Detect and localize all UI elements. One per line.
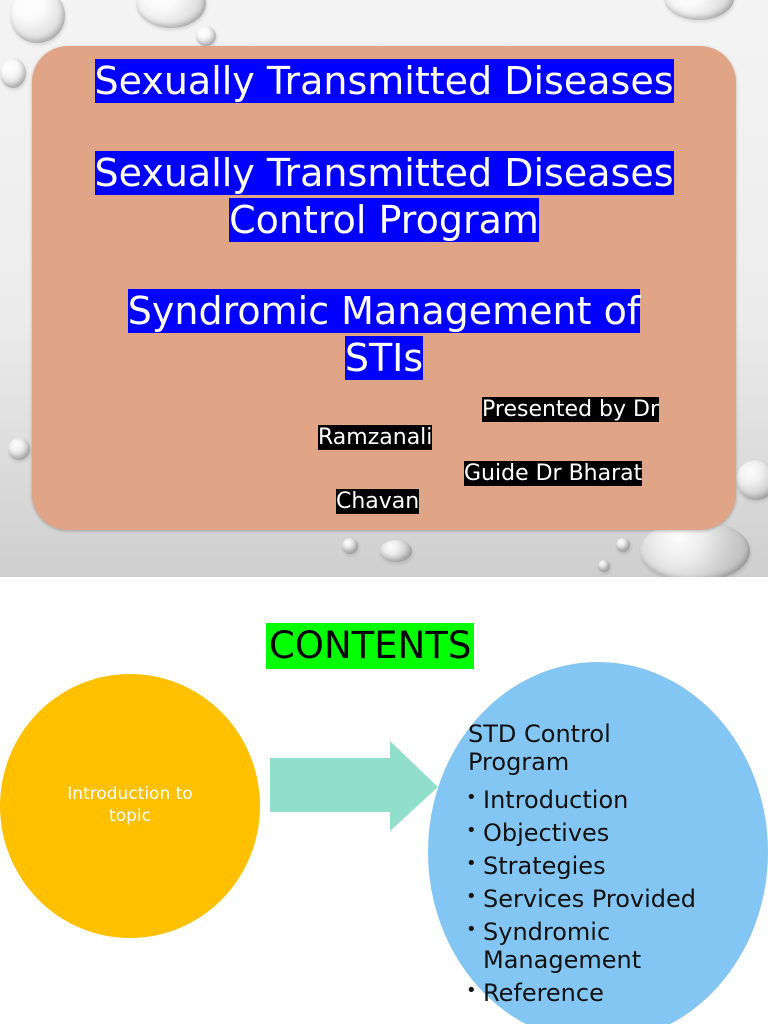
water-droplet — [136, 0, 206, 28]
slide-title-line: Sexually Transmitted Diseases — [94, 59, 674, 103]
water-droplet — [616, 538, 630, 552]
water-droplet — [8, 438, 30, 460]
presenter-name: Ramzanali — [318, 425, 433, 450]
list-item: •Objectives — [466, 819, 610, 847]
water-droplet — [10, 0, 65, 43]
presenter-name: Presented by Dr — [482, 397, 659, 422]
water-droplet — [598, 560, 610, 572]
intro-circle-text: Introduction to — [67, 784, 193, 804]
intro-circle-text: topic — [109, 806, 151, 826]
contents-slide: CONTENTS Introduction to topic STD Contr… — [0, 577, 768, 1024]
right-arrow-icon — [270, 741, 438, 831]
program-heading: STD Control Program — [468, 720, 611, 776]
intro-circle — [0, 674, 260, 938]
intro-circle-label: Introduction to topic — [24, 783, 236, 827]
list-item: •Reference — [466, 979, 604, 1007]
list-item: •Introduction — [466, 786, 629, 814]
water-droplet — [736, 460, 768, 500]
water-droplet — [664, 0, 734, 20]
bullet-icon: • — [466, 919, 477, 940]
presenter-line: Ramzanali — [318, 424, 433, 452]
slide-title-line: Sexually Transmitted Diseases — [94, 151, 674, 195]
title-panel: Sexually Transmitted Diseases Sexually T… — [32, 46, 736, 530]
bullet-icon: • — [466, 787, 477, 808]
title-block-1: Sexually Transmitted Diseases — [32, 58, 736, 105]
guide-line: Guide Dr Bharat — [464, 460, 643, 488]
water-droplet — [0, 58, 26, 88]
slide-title-line: STIs — [344, 336, 424, 380]
bullet-icon: • — [466, 980, 477, 1001]
slide-title-line: Control Program — [229, 198, 539, 242]
list-item: •Strategies — [466, 852, 606, 880]
bullet-icon: • — [466, 886, 477, 907]
guide-line: Chavan — [336, 488, 420, 516]
contents-title: CONTENTS — [266, 623, 475, 669]
program-ellipse — [428, 662, 768, 1024]
water-droplet — [196, 26, 216, 46]
water-droplet — [380, 540, 412, 562]
list-item: •Services Provided — [466, 885, 697, 913]
bullet-icon: • — [466, 820, 477, 841]
presenter-line: Presented by Dr — [482, 396, 659, 424]
program-heading-text: Program — [468, 748, 570, 776]
bullet-icon: • — [466, 853, 477, 874]
guide-name: Chavan — [336, 489, 420, 514]
title-block-3: Syndromic Management of STIs — [32, 288, 736, 382]
slide-title-line: Syndromic Management of — [127, 289, 641, 333]
water-droplet — [342, 538, 358, 554]
title-slide: Sexually Transmitted Diseases Sexually T… — [0, 0, 768, 577]
program-heading-text: STD Control — [468, 720, 611, 748]
guide-name: Guide Dr Bharat — [464, 461, 643, 486]
contents-list: •Introduction •Objectives •Strategies •S… — [466, 786, 696, 1012]
title-block-2: Sexually Transmitted Diseases Control Pr… — [32, 150, 736, 244]
